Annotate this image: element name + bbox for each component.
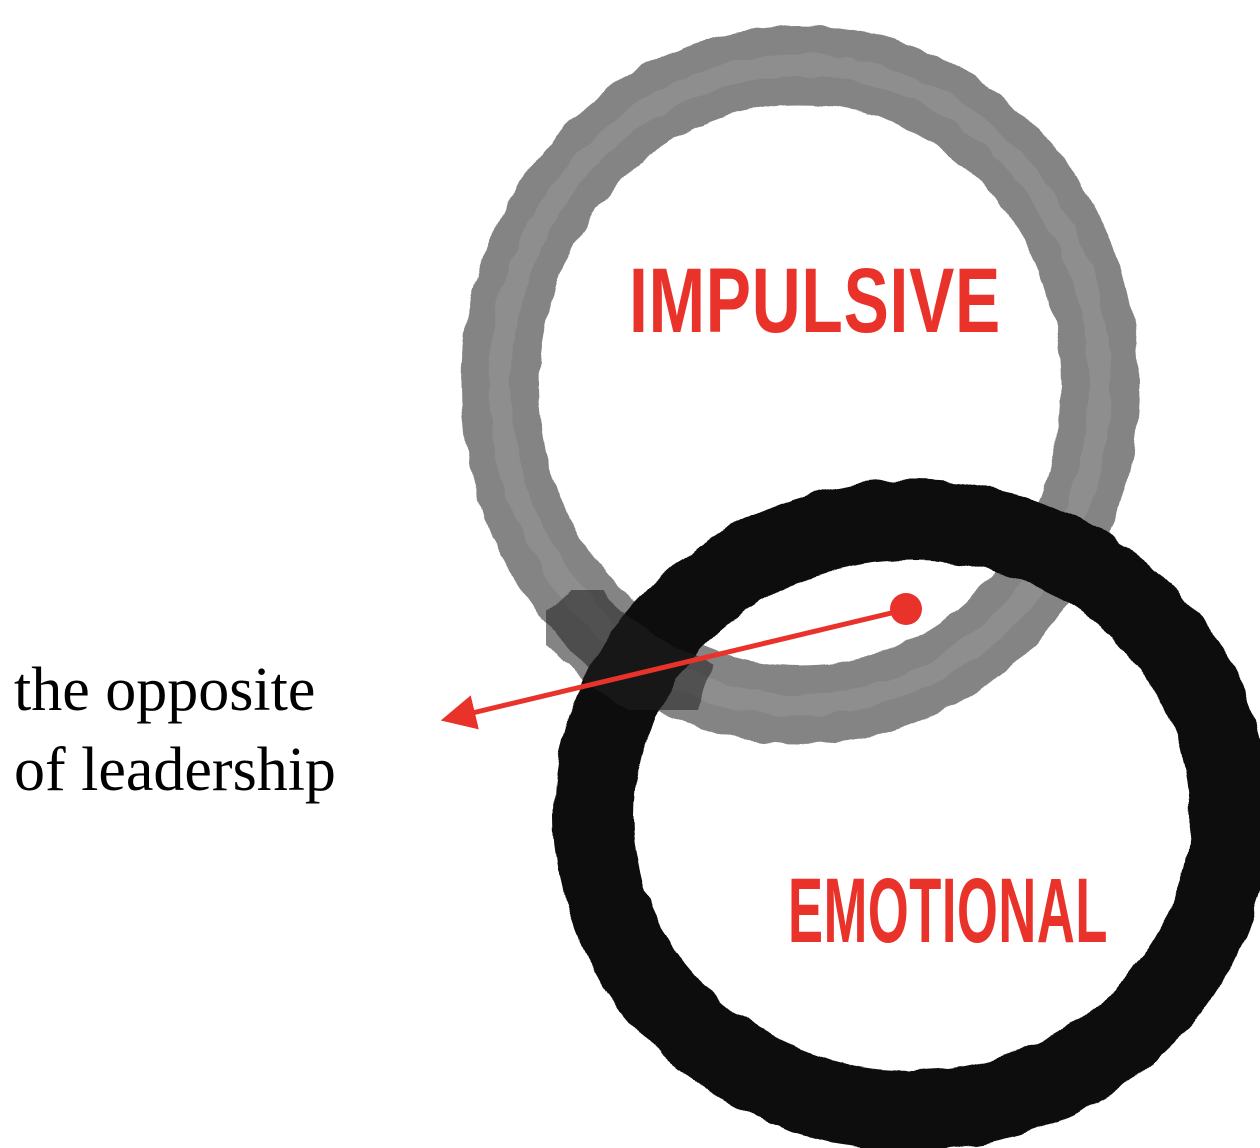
emotional-circle bbox=[554, 480, 1260, 1148]
emotional-label: EMOTIONAL bbox=[788, 860, 1108, 962]
impulsive-label: IMPULSIVE bbox=[629, 250, 1001, 352]
impulsive-ring-texture bbox=[489, 54, 1111, 716]
pointer-arrow bbox=[440, 607, 907, 730]
annotation-line-1: the opposite bbox=[14, 656, 315, 724]
overlap-shading bbox=[529, 575, 714, 737]
annotation-line-2: of leadership bbox=[14, 736, 336, 804]
impulsive-circle bbox=[461, 26, 1139, 744]
pointer-dot bbox=[890, 593, 922, 625]
emotional-ring bbox=[554, 480, 1260, 1148]
